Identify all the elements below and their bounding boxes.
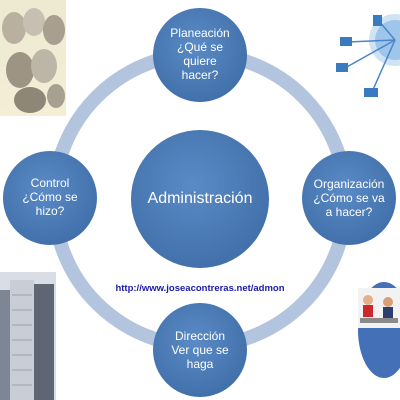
node-planeacion: [153, 8, 247, 102]
direccion-line-3: haga: [186, 356, 214, 371]
direccion-title: Dirección: [174, 329, 225, 344]
control-line-2: ¿Cómo se: [22, 190, 78, 205]
control-title: Control: [30, 176, 70, 191]
direccion-line-2: Ver que se: [171, 343, 229, 358]
organizacion-text: Organización ¿Cómo se va a hacer?: [305, 170, 393, 228]
center-label: Administración: [147, 189, 253, 207]
organizacion-title: Organización: [313, 177, 385, 192]
node-organizacion: [302, 151, 396, 245]
organizacion-line-2: ¿Cómo se va: [313, 191, 385, 206]
planeacion-line-2: ¿Qué se: [176, 40, 224, 55]
philosophers-busts-image: [0, 0, 66, 116]
network-globe-image: [336, 14, 400, 97]
office-workers-image: [358, 282, 400, 378]
planeacion-line-3: quiere: [183, 54, 217, 68]
center-node: [131, 130, 269, 268]
direccion-text: Dirección Ver que se haga: [158, 323, 242, 379]
planeacion-line-4: hacer?: [181, 67, 219, 82]
control-line-3: hizo?: [35, 203, 65, 218]
node-direccion: [153, 303, 247, 397]
control-text: Control ¿Cómo se hizo?: [8, 170, 92, 226]
node-control: [3, 151, 97, 245]
source-url-link[interactable]: http://www.joseacontreras.net/admon: [115, 283, 285, 294]
office-buildings-image: [0, 272, 56, 400]
planeacion-text: Planeación ¿Qué se quiere hacer?: [158, 17, 242, 93]
organizacion-line-3: a hacer?: [325, 204, 373, 219]
planeacion-title: Planeación: [170, 26, 230, 41]
